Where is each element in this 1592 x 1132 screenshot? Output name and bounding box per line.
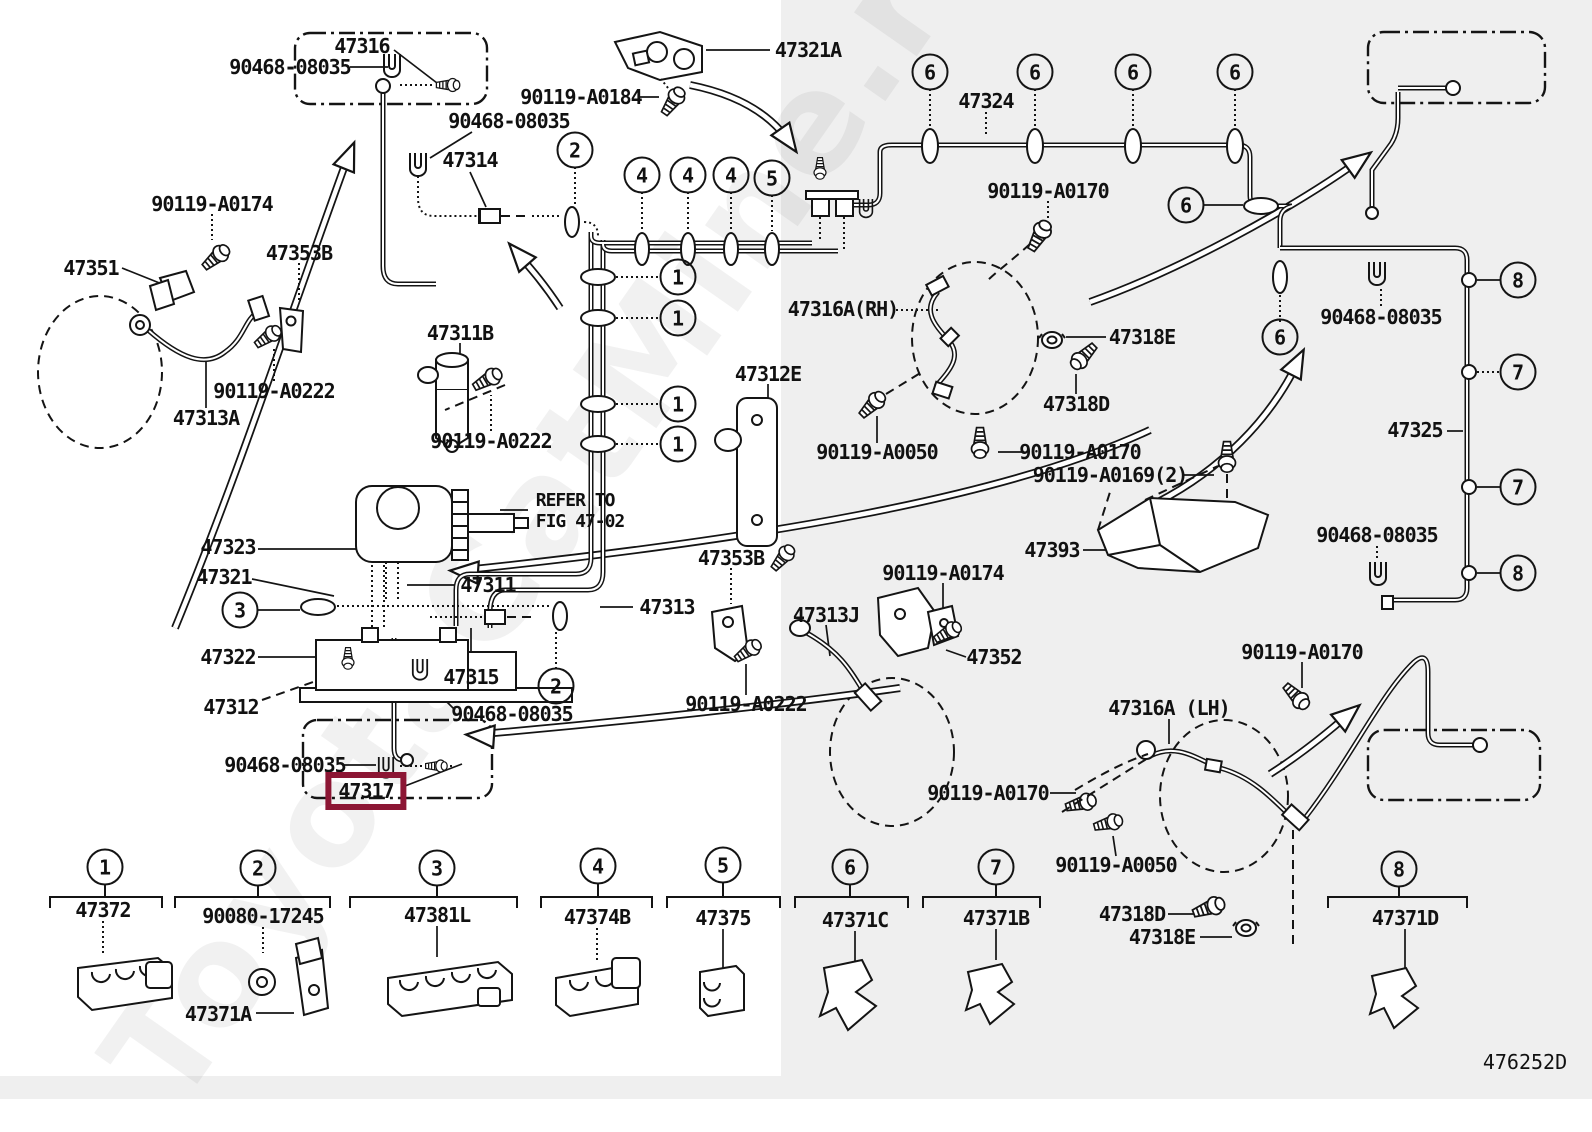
- part-label: REFER TO FIG 47-02: [535, 490, 626, 532]
- part-label: 47322: [200, 645, 256, 669]
- callout-1: 1: [659, 425, 697, 463]
- part-label: 47312E: [734, 362, 802, 386]
- callout-1: 1: [659, 385, 697, 423]
- part-label: 47321: [196, 565, 252, 589]
- part-label: 90468-08035: [448, 109, 570, 133]
- part-label: 90119-A0222: [213, 379, 335, 403]
- part-label: 47318D: [1042, 392, 1110, 416]
- part-label: 47316: [334, 34, 390, 58]
- part-label: 47323: [200, 535, 256, 559]
- callout-2: 2: [537, 667, 575, 705]
- callout-1: 1: [659, 299, 697, 337]
- part-label: 47353B: [697, 546, 765, 570]
- part-label: 47351: [63, 256, 119, 280]
- callout-5: 5: [704, 846, 742, 884]
- callout-3: 3: [221, 591, 259, 629]
- part-label: 90119-A0170: [987, 179, 1109, 203]
- part-label: 47313: [639, 595, 695, 619]
- part-label: 47381L: [403, 903, 471, 927]
- part-label: 47371B: [962, 906, 1030, 930]
- part-label: 90119-A0169(2): [1032, 463, 1189, 487]
- callout-6: 6: [1261, 318, 1299, 356]
- part-label: 47318E: [1128, 925, 1196, 949]
- part-label: 47321A: [774, 38, 842, 62]
- part-label: 47353B: [265, 241, 333, 265]
- part-label: 47393: [1024, 538, 1080, 562]
- part-label: 90119-A0222: [430, 429, 552, 453]
- callout-6: 6: [831, 848, 869, 886]
- callout-2: 2: [239, 849, 277, 887]
- part-label: 47371C: [821, 908, 889, 932]
- part-label: 47352: [966, 645, 1022, 669]
- part-label: 47316A(RH): [787, 297, 899, 321]
- part-label: 47315: [443, 665, 499, 689]
- callout-7: 7: [977, 848, 1015, 886]
- callout-2: 2: [556, 131, 594, 169]
- callout-7: 7: [1499, 468, 1537, 506]
- part-label: 47325: [1387, 418, 1443, 442]
- callout-6: 6: [1167, 186, 1205, 224]
- callout-4: 4: [623, 156, 661, 194]
- callout-4: 4: [579, 847, 617, 885]
- part-label: 90119-A0174: [882, 561, 1004, 585]
- part-label: 90468-08035: [1316, 523, 1438, 547]
- part-label: 90119-A0184: [520, 85, 642, 109]
- diagram-line-art: [37, 30, 1547, 1032]
- callout-1: 1: [86, 848, 124, 886]
- callout-4: 4: [669, 156, 707, 194]
- part-label: 47374B: [563, 905, 631, 929]
- part-label: 90468-08035: [1320, 305, 1442, 329]
- part-label: 90080-17245: [202, 904, 324, 928]
- bottom-strip-background: [0, 1076, 1592, 1099]
- part-label: 47371A: [184, 1002, 252, 1026]
- part-label: 47311: [460, 573, 516, 597]
- part-label: 47324: [958, 89, 1014, 113]
- part-label: 90119-A0050: [1055, 853, 1177, 877]
- callout-6: 6: [1216, 53, 1254, 91]
- part-label: 47316A (LH): [1108, 696, 1230, 720]
- part-label: 90119-A0050: [816, 440, 938, 464]
- part-label: 47372: [75, 898, 131, 922]
- callout-4: 4: [712, 156, 750, 194]
- callout-1: 1: [659, 258, 697, 296]
- callout-5: 5: [753, 159, 791, 197]
- part-label: 90468-08035: [451, 702, 573, 726]
- part-label: 47375: [695, 906, 751, 930]
- part-label: 90468-08035: [229, 55, 351, 79]
- part-label: 47371D: [1371, 906, 1439, 930]
- part-label: 47313A: [172, 406, 240, 430]
- callout-6: 6: [911, 53, 949, 91]
- callout-8: 8: [1499, 261, 1537, 299]
- part-label: 47311B: [426, 321, 494, 345]
- part-label: 47318D: [1098, 902, 1166, 926]
- part-label: 90119-A0170: [927, 781, 1049, 805]
- callout-6: 6: [1114, 53, 1152, 91]
- callout-6: 6: [1016, 53, 1054, 91]
- part-label: 47313J: [792, 603, 860, 627]
- part-label: 47312: [203, 695, 259, 719]
- part-label: 90119-A0174: [151, 192, 273, 216]
- part-label: 47318E: [1108, 325, 1176, 349]
- part-label: 47314: [442, 148, 498, 172]
- part-label: 90119-A0170: [1241, 640, 1363, 664]
- callout-7: 7: [1499, 353, 1537, 391]
- callout-8: 8: [1380, 850, 1418, 888]
- callout-8: 8: [1499, 554, 1537, 592]
- part-label-highlighted[interactable]: 47317: [325, 772, 407, 810]
- part-label: 90119-A0222: [685, 692, 807, 716]
- part-label: 90119-A0170: [1019, 440, 1141, 464]
- callout-3: 3: [418, 849, 456, 887]
- part-label: 476252D: [1482, 1050, 1568, 1074]
